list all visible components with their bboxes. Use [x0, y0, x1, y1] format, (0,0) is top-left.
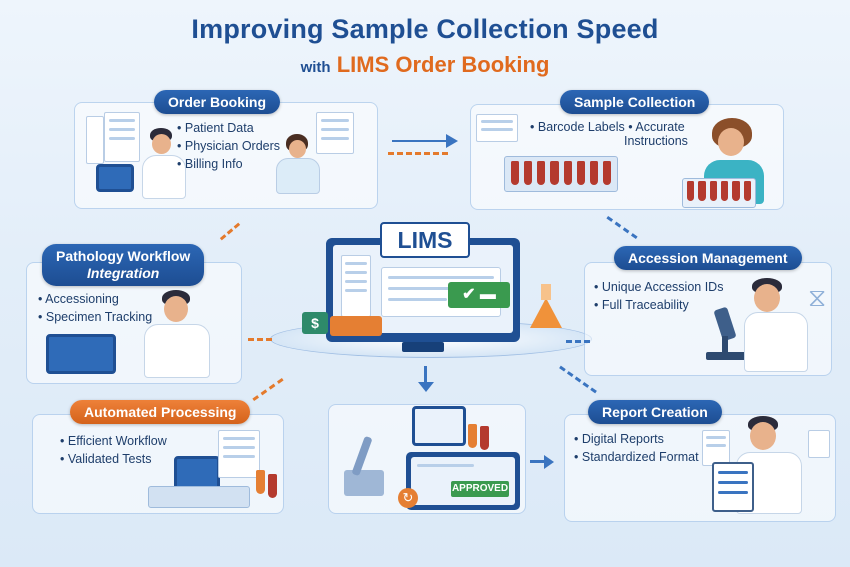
list-item: Digital Reports [574, 430, 699, 448]
list-item: Standardized Format [574, 448, 699, 466]
list-item: Full Traceability [594, 296, 723, 314]
sample-tube [268, 474, 277, 498]
list-item: Instructions [624, 134, 688, 148]
flask-icon [530, 298, 562, 328]
approved-badge: APPROVED [451, 481, 509, 497]
nurse-head [718, 128, 744, 156]
scientist-head [754, 284, 780, 312]
list-item: • Barcode Labels • Accurate [530, 120, 685, 134]
tube-rack-left [504, 156, 618, 192]
physician-head [152, 134, 171, 154]
flow-arrow [219, 222, 241, 241]
pathology-label: Pathology Workflow Integration [42, 244, 205, 286]
refresh-icon: ↻ [398, 488, 418, 508]
analyzer-machine [148, 486, 250, 508]
sample-collection-label: Sample Collection [560, 90, 710, 114]
pathology-label-line2: Integration [86, 265, 160, 281]
clipboard-icon [712, 462, 754, 512]
page-subtitle: with LIMS Order Booking [0, 52, 850, 78]
order-form-doc [104, 112, 140, 162]
scientist-coat [744, 312, 808, 372]
pathology-monitor [46, 334, 116, 374]
list-item: Validated Tests [60, 450, 167, 468]
right-arrow-head [544, 455, 554, 469]
order-form-doc [86, 116, 104, 164]
tech-head [164, 296, 188, 322]
subtitle-with: with [300, 59, 331, 76]
list-item: Billing Info [177, 155, 280, 173]
report-side-doc [808, 430, 830, 458]
sample-collection-list: • Barcode Labels • Accurate Instructions [530, 120, 688, 148]
automated-label: Automated Processing [70, 400, 251, 424]
list-item: Patient Data [177, 119, 280, 137]
order-booking-label: Order Booking [154, 90, 281, 114]
patient-head [289, 140, 306, 158]
flow-arrow [252, 377, 284, 402]
tech-coat [144, 324, 210, 378]
pathology-list: Accessioning Specimen Tracking [38, 290, 152, 326]
report-doc [702, 430, 730, 466]
flow-arrow [566, 340, 590, 343]
list-item: Specimen Tracking [38, 308, 152, 326]
pathology-label-line1: Pathology Workflow [56, 248, 191, 264]
flow-arrow [248, 338, 272, 341]
flow-arrow [606, 215, 638, 240]
report-list: Digital Reports Standardized Format [574, 430, 699, 466]
list-item: Unique Accession IDs [594, 278, 724, 296]
label-doc [476, 114, 518, 142]
down-arrow-line [424, 366, 427, 384]
flow-arrow-head [446, 134, 458, 148]
robot-arm [340, 430, 390, 500]
subtitle-lims: LIMS Order Booking [336, 52, 550, 77]
page-title: Improving Sample Collection Speed [191, 14, 659, 44]
flow-arrow-line [392, 140, 446, 142]
accession-label: Accession Management [614, 246, 802, 270]
sample-tube [256, 470, 265, 494]
order-booking-list: Patient Data Physician Orders Billing In… [177, 119, 280, 173]
report-label: Report Creation [588, 400, 722, 424]
physician-monitor [96, 164, 134, 192]
money-card: $ [302, 312, 328, 334]
list-item: Efficient Workflow [60, 432, 167, 450]
card-stack [330, 316, 382, 336]
flow-arrow [388, 152, 448, 155]
down-arrow-head [418, 382, 434, 392]
accession-list: Unique Accession IDs Full Traceability [594, 278, 724, 314]
microscope-icon [704, 306, 746, 362]
processing-doc [218, 430, 260, 478]
sample-tube [468, 424, 477, 448]
patient-body [276, 158, 320, 194]
automated-list: Efficient Workflow Validated Tests [60, 432, 167, 468]
list-item: Accessioning [38, 290, 152, 308]
right-arrow-line [530, 460, 544, 463]
list-item: Physician Orders [177, 137, 280, 155]
flask-neck [541, 284, 551, 300]
lims-stand [402, 342, 444, 352]
doctor-head [750, 422, 776, 450]
approved-screen: APPROVED [406, 452, 520, 510]
sample-tube [480, 426, 489, 450]
dna-icon: ⧖ [808, 282, 827, 312]
tube-rack-right [682, 178, 756, 208]
lims-badge: LIMS [380, 222, 470, 258]
check-card: ✔ ▬ [448, 282, 510, 308]
automation-monitor [412, 406, 466, 446]
patient-doc [316, 112, 354, 154]
